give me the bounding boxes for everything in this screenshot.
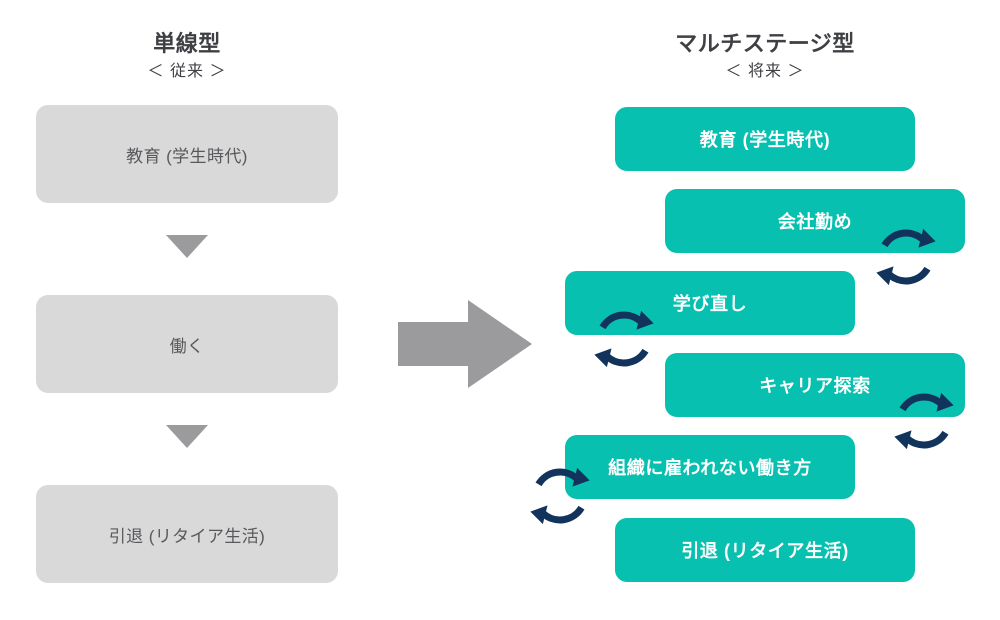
left-stage-label-3: 引退 (リタイア生活)	[108, 526, 266, 546]
right-stage-label-3: 学び直し	[672, 294, 748, 314]
left-stage-label-2: 働く	[169, 336, 205, 356]
cycle-arrows-icon-3	[585, 300, 663, 383]
right-stage-box-4[interactable]: キャリア探索	[665, 353, 965, 417]
right-stage-box-3[interactable]: 学び直し	[565, 271, 855, 335]
right-stage-label-2: 会社勤め	[777, 212, 853, 232]
left-heading-sub: ＜ 従来 ＞	[147, 62, 227, 80]
cycle-arrows-icon-5	[521, 457, 599, 540]
right-stage-box-1[interactable]: 教育 (学生時代)	[615, 107, 915, 171]
triangle-down-icon-1	[166, 235, 208, 258]
left-stage-box-1[interactable]: 教育 (学生時代)	[36, 105, 338, 203]
left-column-heading: 単線型 ＜ 従来 ＞	[36, 30, 338, 84]
right-stage-label-1: 教育 (学生時代)	[699, 130, 831, 150]
left-stage-box-2[interactable]: 働く	[36, 295, 338, 393]
right-heading-main: マルチステージ型	[675, 31, 855, 56]
right-stage-label-6: 引退 (リタイア生活)	[681, 541, 849, 561]
right-stage-label-4: キャリア探索	[759, 376, 871, 396]
right-column-heading: マルチステージ型 ＜ 将来 ＞	[615, 30, 915, 84]
arrow-right-icon	[398, 300, 534, 393]
right-stage-box-6[interactable]: 引退 (リタイア生活)	[615, 518, 915, 582]
right-heading-sub: ＜ 将来 ＞	[725, 62, 805, 80]
cycle-arrows-icon-2	[867, 218, 945, 301]
right-stage-box-2[interactable]: 会社勤め	[665, 189, 965, 253]
right-stage-label-5: 組織に雇われない働き方	[608, 458, 812, 478]
triangle-down-icon-2	[166, 425, 208, 448]
left-heading-main: 単線型	[153, 31, 221, 56]
left-stage-label-1: 教育 (学生時代)	[126, 146, 248, 166]
right-stage-box-5[interactable]: 組織に雇われない働き方	[565, 435, 855, 499]
left-stage-box-3[interactable]: 引退 (リタイア生活)	[36, 485, 338, 583]
cycle-arrows-icon-4	[885, 382, 963, 465]
